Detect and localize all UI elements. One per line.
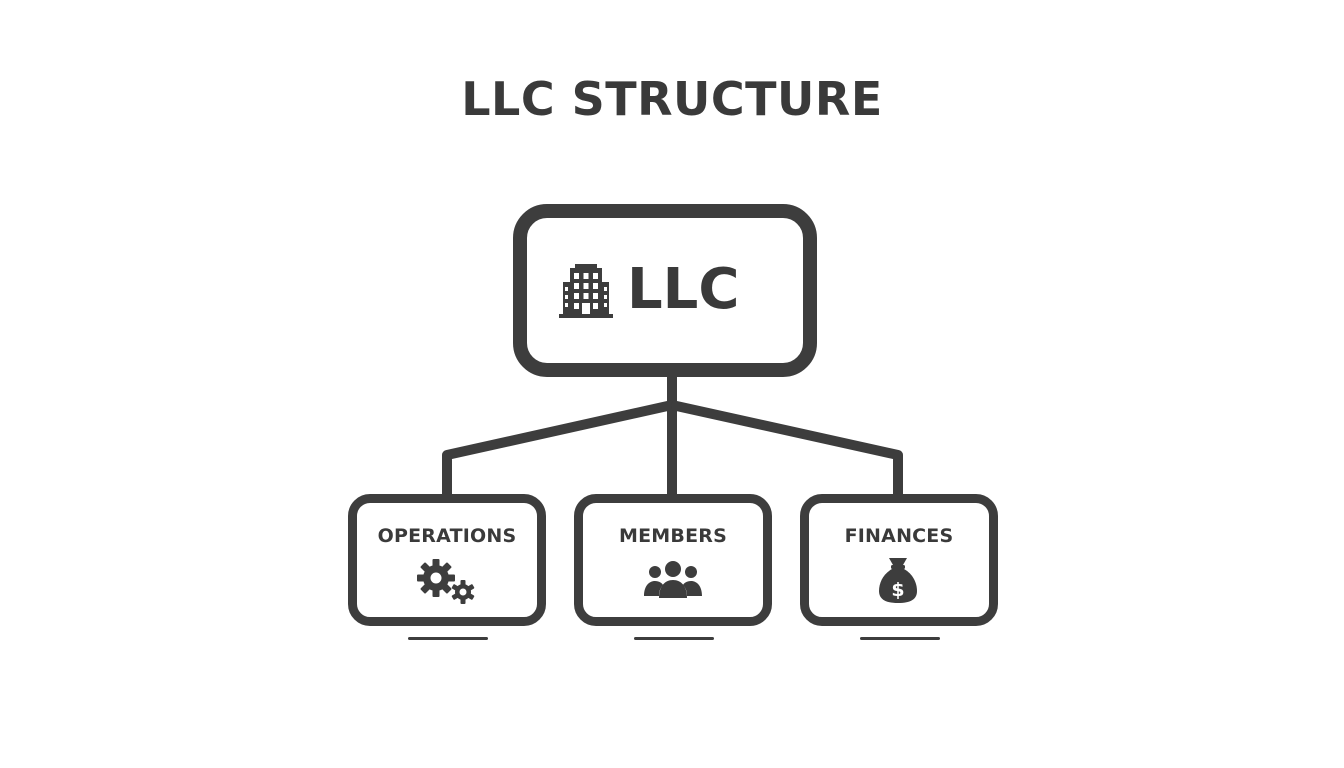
underline-operations [408, 637, 488, 640]
child-label-members: MEMBERS [619, 525, 727, 547]
gears-icon [417, 559, 475, 604]
root-node-label: LLC [627, 257, 740, 322]
people-icon [644, 561, 702, 598]
connector-finances [670, 400, 903, 498]
money-bag-icon: $ [879, 558, 917, 603]
connector-operations [442, 400, 674, 498]
underline-members [634, 637, 714, 640]
svg-text:$: $ [891, 579, 904, 601]
child-node-members [574, 494, 772, 626]
child-label-finances: FINANCES [844, 525, 954, 547]
child-node-operations [348, 494, 546, 626]
page-title: LLC STRUCTURE [461, 72, 883, 126]
building-icon [559, 264, 613, 318]
underline-finances [860, 637, 940, 640]
child-label-operations: OPERATIONS [377, 525, 517, 547]
